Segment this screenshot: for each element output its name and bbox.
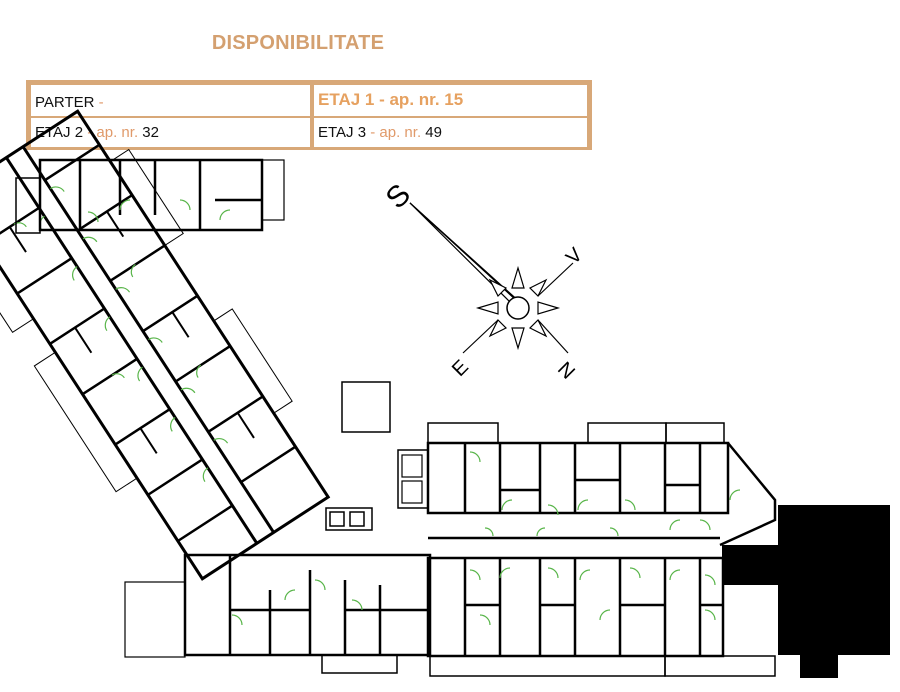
compass-e-label: E bbox=[448, 356, 473, 381]
etaj2-separator: - ap. nr. bbox=[83, 124, 143, 141]
etaj3-label: ETAJ 3 bbox=[318, 124, 367, 141]
parter-label: PARTER bbox=[35, 94, 95, 111]
cell-etaj2[interactable]: ETAJ 2 - ap. nr. 32 bbox=[29, 116, 312, 150]
compass-v-label: V bbox=[562, 243, 587, 268]
diagonal-wing bbox=[0, 109, 331, 581]
availability-table: PARTER - ETAJ 1 - ap. nr. 15 ETAJ 2 - ap… bbox=[26, 80, 592, 150]
top-left-block bbox=[15, 158, 285, 234]
etaj2-apartment: 32 bbox=[142, 124, 159, 141]
compass-rose bbox=[409, 202, 574, 354]
cell-etaj3[interactable]: ETAJ 3 - ap. nr. 49 bbox=[312, 116, 589, 150]
page-title: DISPONIBILITATE bbox=[211, 32, 385, 54]
etaj1-label: ETAJ 1 bbox=[318, 90, 375, 109]
etaj3-apartment: 49 bbox=[425, 124, 442, 141]
etaj1-apartment: 15 bbox=[444, 90, 464, 109]
right-wing-lower bbox=[426, 556, 776, 677]
etaj2-label: ETAJ 2 bbox=[35, 124, 84, 141]
right-wing-upper bbox=[397, 422, 730, 515]
black-block bbox=[722, 505, 890, 678]
compass-n-label: N bbox=[553, 358, 579, 384]
parter-separator: - bbox=[98, 94, 104, 111]
compass-s-label: S bbox=[380, 178, 417, 215]
etaj1-separator: - ap. nr. bbox=[374, 90, 445, 109]
etaj3-separator: - ap. nr. bbox=[366, 124, 426, 141]
lower-left-block bbox=[124, 553, 432, 674]
